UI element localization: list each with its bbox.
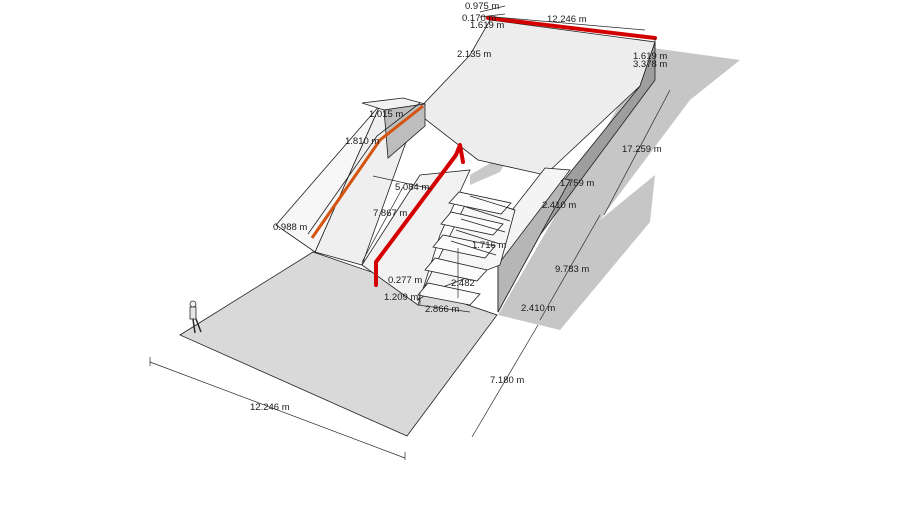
dim-2482: 2.482 — [451, 278, 475, 289]
left-ledge-coping-edge — [307, 102, 421, 235]
stair-line-b — [465, 206, 511, 222]
dim-12246-top: 12.246 m — [547, 14, 587, 25]
dim-1810: 1.810 m — [345, 136, 379, 147]
dim-1759: 1.759 m — [560, 178, 594, 189]
left-ledge-coping — [310, 104, 424, 239]
dim-7867: 7.867 m — [373, 208, 407, 219]
dim-1015: 1.015 m — [369, 109, 403, 120]
dimension-lines — [149, 5, 671, 460]
dim-0988: 0.988 m — [273, 222, 307, 233]
dim-2410-a: 2.410 m — [542, 200, 576, 211]
dim-1716: 1.716 m — [472, 240, 506, 251]
dim-2410-b: 2.410 m — [521, 303, 555, 314]
dim-0277: 0.277 m — [388, 275, 422, 286]
dim-17259: 17.259 m — [622, 144, 662, 155]
dim-1209: 1.209 m — [384, 292, 418, 303]
dim-0975: 0.975 m — [465, 1, 499, 12]
dim-9783: 9.783 m — [555, 264, 589, 275]
stair-line-a — [469, 195, 516, 211]
stair-step-3 — [432, 234, 496, 259]
person-figure — [189, 300, 202, 334]
dim-2135: 2.135 m — [457, 49, 491, 60]
top-rail — [486, 16, 657, 50]
dim-1619-a: 1.619 m — [470, 20, 504, 31]
stair-step-5 — [448, 191, 512, 215]
dim-0170: 0.170 m — [462, 13, 496, 24]
stair-line-d — [455, 229, 501, 245]
stair-step-4 — [440, 211, 504, 236]
right-wall-shadow — [498, 48, 740, 330]
stair-step-2 — [424, 257, 488, 282]
dim-12246-bottom: 12.246 m — [250, 402, 290, 413]
stair-line-c — [460, 218, 506, 233]
dim-3378: 3.378 m — [633, 59, 667, 70]
stair-step-1 — [417, 282, 481, 306]
dim-5084: 5.084 m — [395, 182, 429, 193]
stair-line-e — [450, 240, 497, 256]
stair-handrail — [374, 143, 465, 287]
stair-set — [416, 191, 516, 306]
left-ledge-face — [383, 103, 426, 159]
dimension-labels: 0.975 m 0.170 m 1.619 m 12.246 m 1.619 m… — [250, 1, 667, 413]
dim-1619-b: 1.619 m — [633, 51, 667, 62]
dim-7180: 7.180 m — [490, 375, 524, 386]
dim-2866: 2.866 m — [425, 304, 459, 315]
